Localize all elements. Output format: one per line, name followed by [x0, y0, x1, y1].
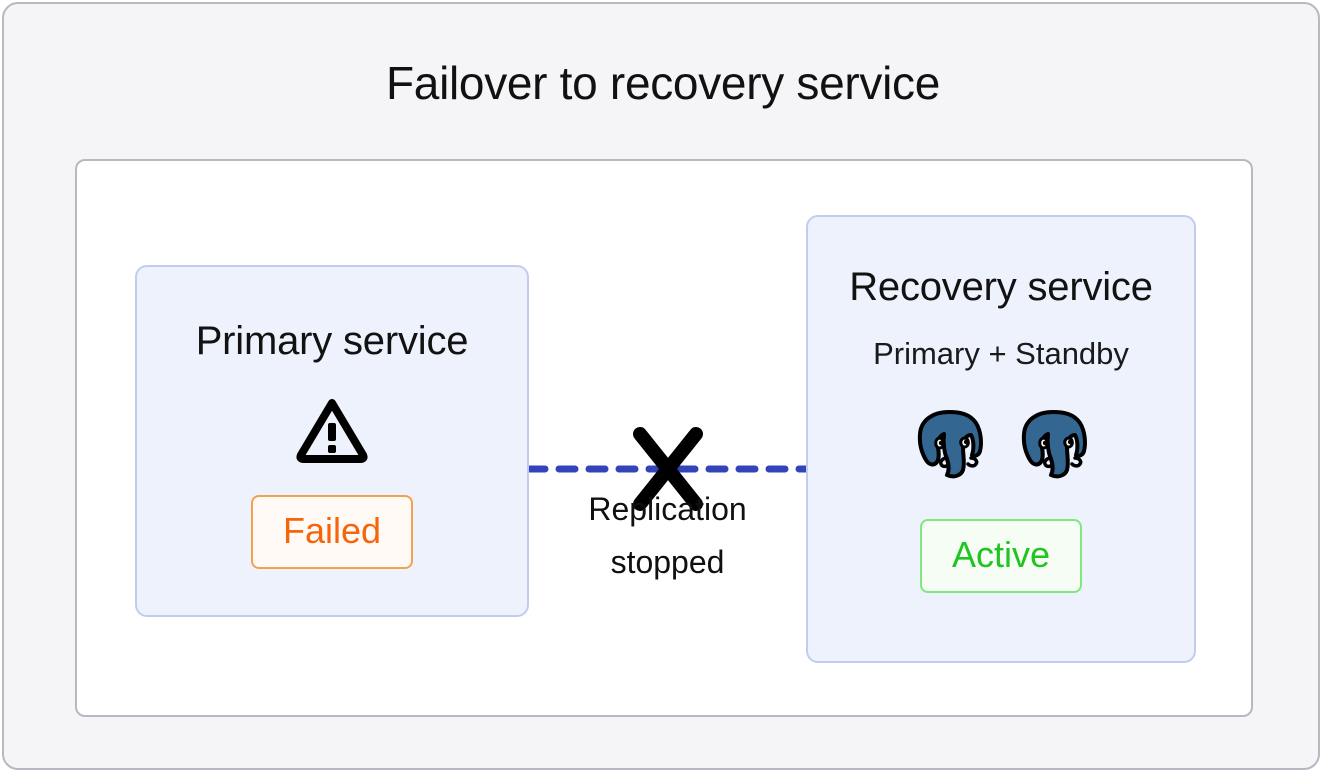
status-badge-failed[interactable]: Failed — [250, 495, 414, 569]
diagram-canvas: Primary service Failed Replication — [75, 159, 1253, 717]
primary-service-badge-slot: Failed — [137, 495, 527, 569]
recovery-service-subheading: Primary + Standby — [873, 336, 1129, 371]
replication-label-line-1: Replication — [588, 491, 747, 527]
primary-service-box[interactable]: Primary service Failed — [135, 265, 529, 617]
warning-triangle-icon — [296, 399, 368, 463]
postgresql-elephant-icon — [1021, 410, 1087, 479]
recovery-service-badge-slot: Active — [808, 519, 1194, 593]
recovery-service-box[interactable]: Recovery service Primary + Standby — [806, 215, 1196, 663]
postgresql-elephant-icon — [917, 410, 983, 479]
recovery-service-node-row — [808, 405, 1194, 481]
replication-status-label: Replication stopped — [529, 483, 806, 589]
recovery-service-heading: Recovery service — [849, 265, 1153, 309]
replication-link — [529, 427, 806, 511]
page-title: Failover to recovery service — [386, 57, 940, 109]
primary-service-heading: Primary service — [195, 319, 469, 363]
cross-icon — [633, 427, 703, 511]
status-badge-active[interactable]: Active — [919, 519, 1083, 593]
replication-label-line-2: stopped — [610, 544, 725, 580]
primary-service-status-icon-slot — [137, 397, 527, 463]
